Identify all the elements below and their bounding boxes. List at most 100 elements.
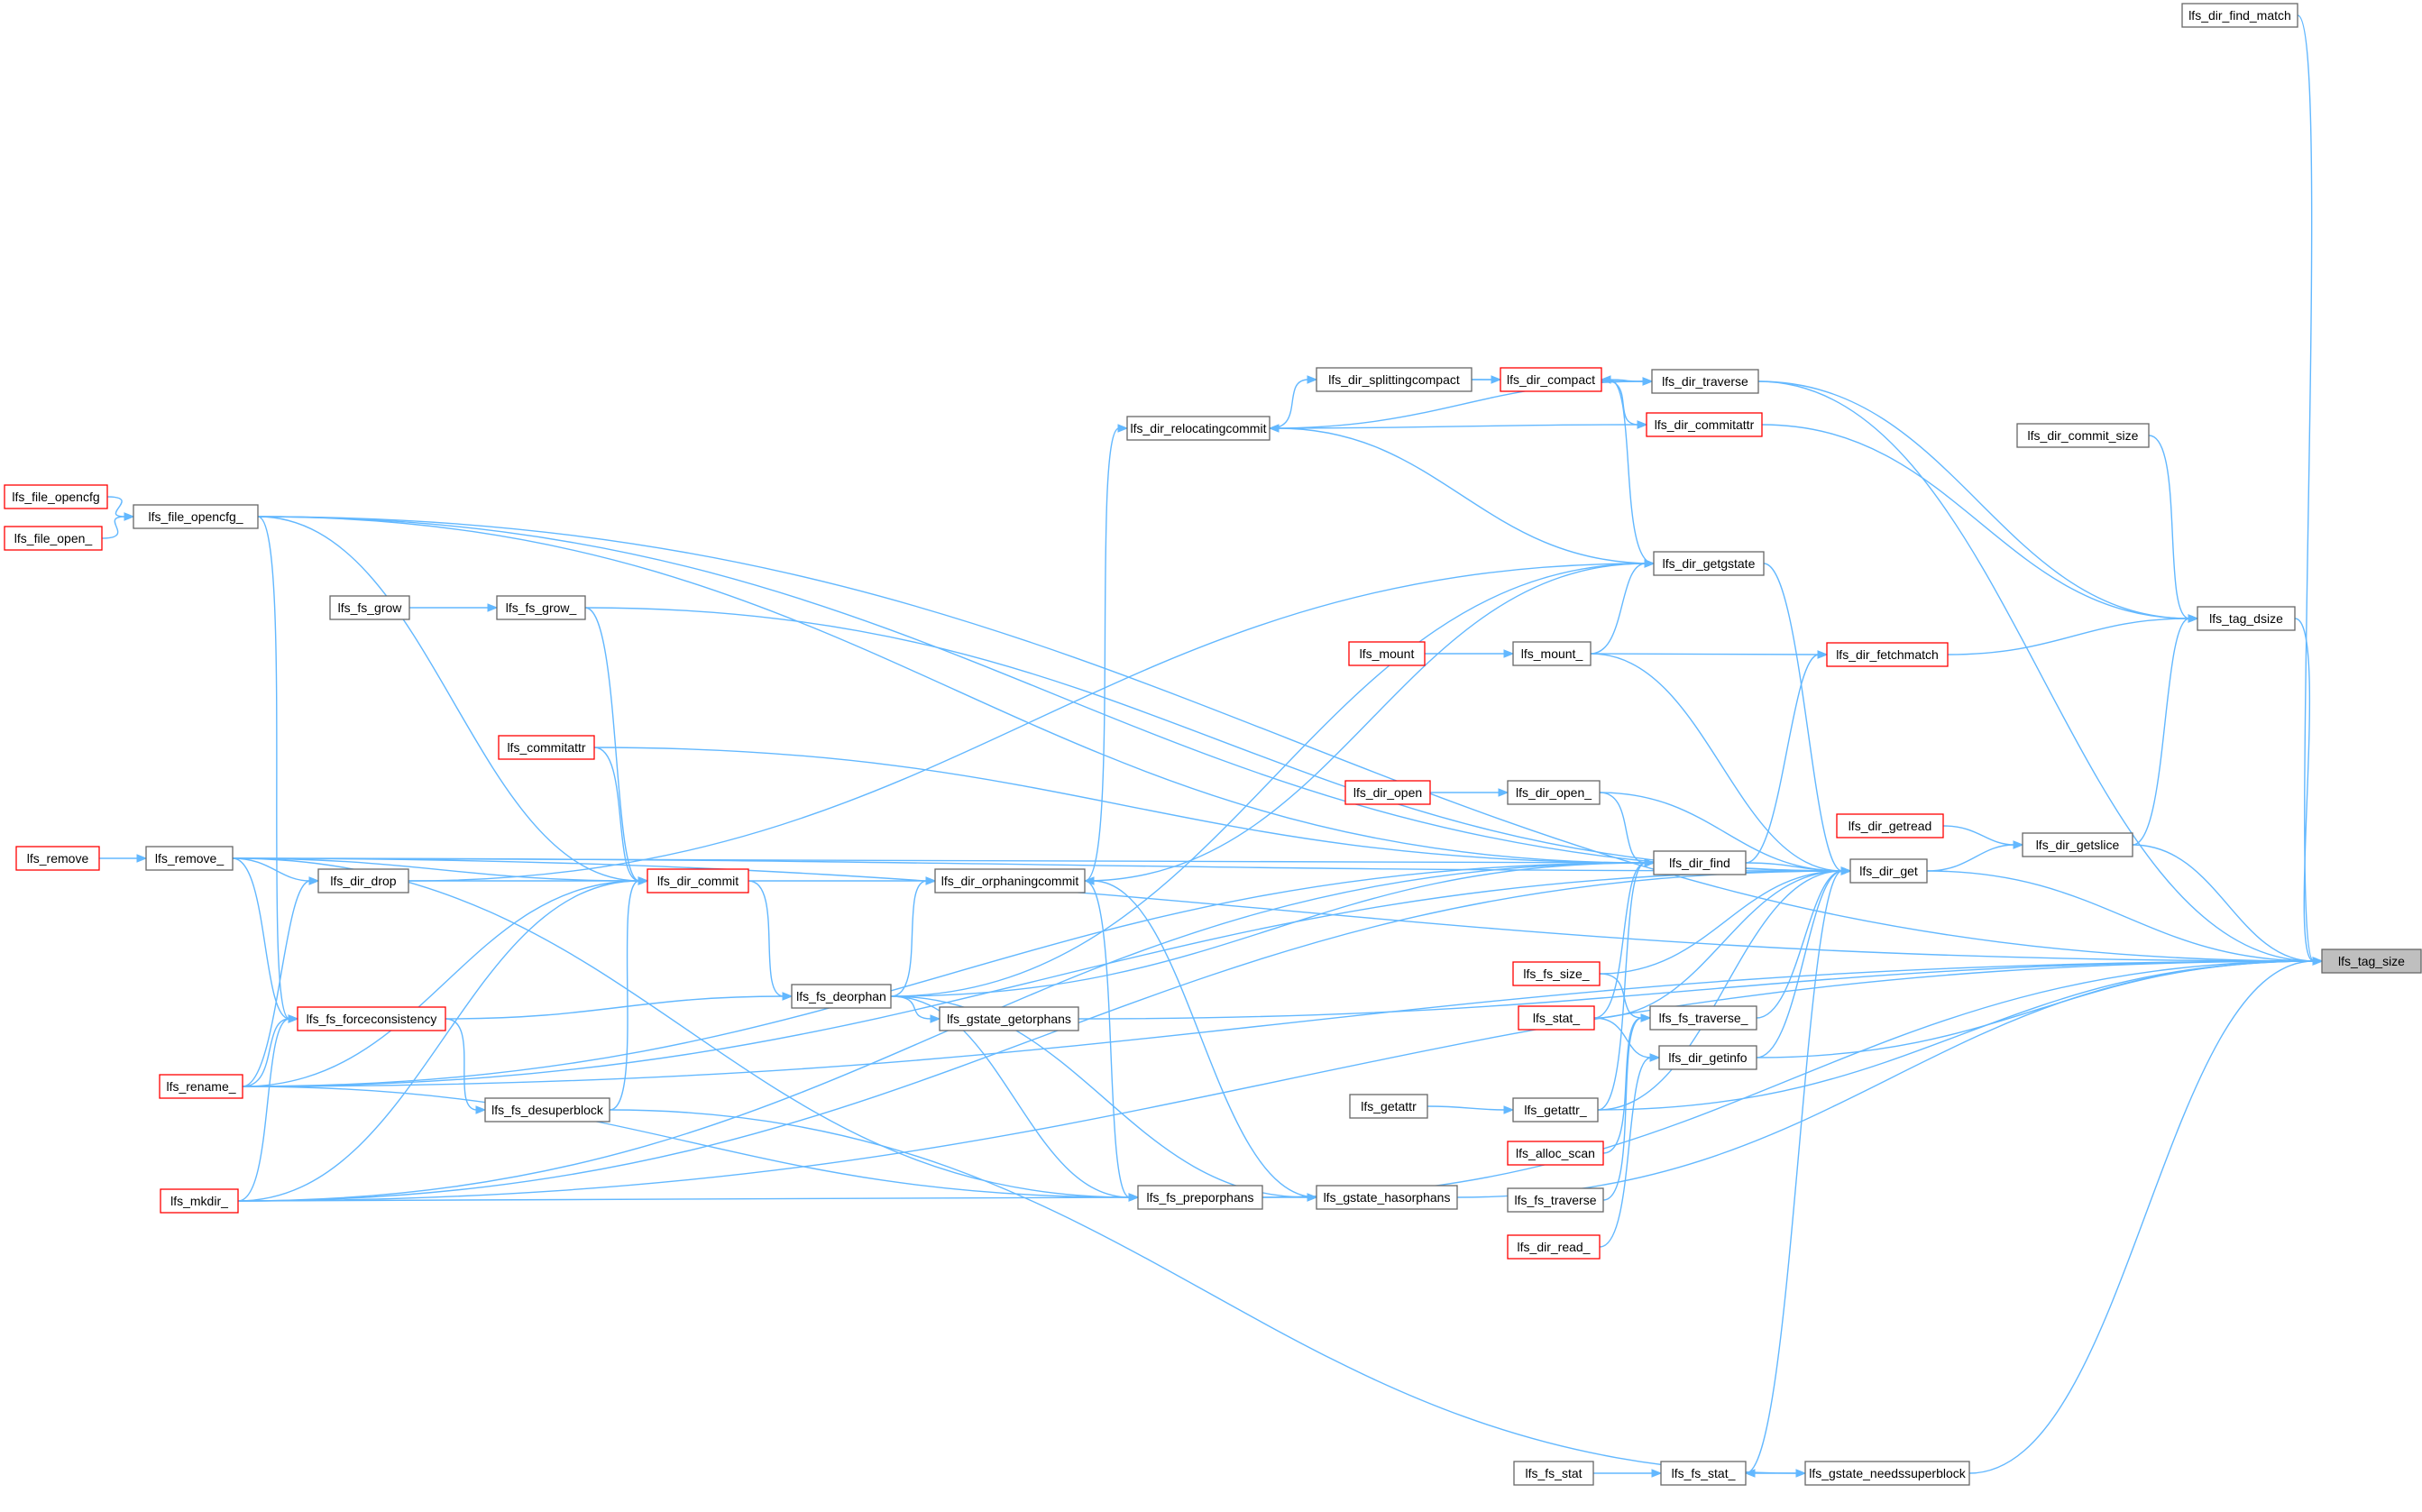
node-label: lfs_alloc_scan bbox=[1516, 1146, 1595, 1160]
call-edge-n_deorphan-to-n_orphancommit bbox=[890, 876, 937, 997]
graph-node-fs-grow[interactable]: lfs_fs_grow bbox=[329, 595, 410, 620]
graph-node-traverse[interactable]: lfs_dir_traverse bbox=[1651, 369, 1759, 394]
graph-node-fs-stat-[interactable]: lfs_fs_stat_ bbox=[1660, 1461, 1747, 1486]
call-edge-n_commit_size-to-n_tag_dsize bbox=[2148, 435, 2199, 623]
graph-node-fs-grow-[interactable]: lfs_fs_grow_ bbox=[496, 595, 586, 620]
graph-node-commit-size[interactable]: lfs_dir_commit_size bbox=[2016, 423, 2150, 448]
call-edge-n_deorphan-to-n_dir_find bbox=[890, 858, 1656, 997]
graph-node-alloc-scan[interactable]: lfs_alloc_scan bbox=[1507, 1141, 1604, 1166]
call-edge-n_getslice-to-n_root bbox=[2132, 844, 2324, 966]
node-label: lfs_getattr_ bbox=[1524, 1103, 1586, 1117]
call-edge-n_rename_-to-n_dir_drop bbox=[242, 876, 320, 1087]
graph-node-commitattr[interactable]: lfs_commitattr bbox=[498, 735, 595, 760]
node-label: lfs_dir_getgstate bbox=[1663, 556, 1756, 571]
graph-node-getorphans[interactable]: lfs_gstate_getorphans bbox=[939, 1006, 1079, 1031]
call-edge-n_traverse-to-n_tag_dsize bbox=[1757, 380, 2199, 623]
graph-node-dir-get[interactable]: lfs_dir_get bbox=[1849, 858, 1928, 884]
node-label: lfs_dir_get bbox=[1859, 864, 1918, 878]
graph-node-preorphans[interactable]: lfs_fs_preporphans bbox=[1137, 1185, 1263, 1210]
call-edge-n_rename_-to-n_dir_find bbox=[242, 858, 1656, 1087]
graph-node-fs-stat[interactable]: lfs_fs_stat bbox=[1513, 1461, 1594, 1486]
graph-node-getslice[interactable]: lfs_dir_getslice bbox=[2022, 832, 2133, 857]
node-label: lfs_dir_read_ bbox=[1518, 1240, 1591, 1254]
graph-node-hasorphans[interactable]: lfs_gstate_hasorphans bbox=[1316, 1185, 1458, 1210]
graph-node-mount[interactable]: lfs_mount bbox=[1348, 641, 1426, 666]
graph-node-getgstate[interactable]: lfs_dir_getgstate bbox=[1653, 551, 1765, 576]
graph-node-find-match[interactable]: lfs_dir_find_match bbox=[2181, 3, 2298, 28]
graph-node-remove[interactable]: lfs_remove bbox=[15, 846, 100, 871]
call-edge-n_dir_find-to-n_fetchmatch bbox=[1745, 650, 1829, 864]
graph-node-deorphan[interactable]: lfs_fs_deorphan bbox=[791, 984, 892, 1009]
graph-node-dir-commit[interactable]: lfs_dir_commit bbox=[647, 868, 749, 893]
graph-node-forcecons[interactable]: lfs_fs_forceconsistency bbox=[297, 1006, 446, 1031]
node-label: lfs_dir_commit_size bbox=[2028, 428, 2139, 443]
node-label: lfs_fs_traverse_ bbox=[1659, 1011, 1748, 1025]
call-edge-n_rename_-to-n_dir_get bbox=[242, 866, 1852, 1087]
call-edge-n_rename_-to-n_dir_commit bbox=[242, 876, 649, 1087]
graph-node-desuperblock[interactable]: lfs_fs_desuperblock bbox=[484, 1097, 610, 1123]
graph-node-stat-[interactable]: lfs_stat_ bbox=[1518, 1005, 1595, 1031]
graph-node-fs-traverse[interactable]: lfs_fs_traverse bbox=[1507, 1187, 1604, 1213]
node-label: lfs_remove bbox=[27, 851, 89, 866]
node-label: lfs_gstate_hasorphans bbox=[1324, 1190, 1451, 1205]
call-edge-n_remove-to-n_remove_ bbox=[98, 854, 148, 863]
graph-node-getinfo[interactable]: lfs_dir_getinfo bbox=[1658, 1045, 1757, 1070]
graph-node-dir-find[interactable]: lfs_dir_find bbox=[1653, 850, 1747, 875]
graph-node-reloc[interactable]: lfs_dir_relocatingcommit bbox=[1126, 416, 1271, 441]
graph-node-file-open-[interactable]: lfs_file_open_ bbox=[4, 526, 103, 551]
graph-node-needssb[interactable]: lfs_gstate_needssuperblock bbox=[1804, 1461, 1970, 1486]
call-edge-n_hasorphans-to-n_orphancommit bbox=[1083, 876, 1317, 1198]
call-edge-n_mkdir_-to-n_dir_commit bbox=[237, 876, 649, 1202]
graph-node-root[interactable]: lfs_tag_size bbox=[2321, 948, 2422, 974]
graph-node-splitting[interactable]: lfs_dir_splittingcompact bbox=[1316, 367, 1472, 392]
graph-node-fs-traverse-[interactable]: lfs_fs_traverse_ bbox=[1649, 1005, 1757, 1031]
graph-node-rename-[interactable]: lfs_rename_ bbox=[159, 1074, 243, 1099]
call-edge-n_file_opencfg_-to-n_dir_get bbox=[257, 516, 1852, 875]
graph-node-orphancommit[interactable]: lfs_dir_orphaningcommit bbox=[934, 868, 1086, 893]
graph-node-compact[interactable]: lfs_dir_compact bbox=[1500, 367, 1602, 392]
node-label: lfs_dir_drop bbox=[330, 874, 396, 888]
call-edge-n_forcecons-to-n_desuperblock bbox=[445, 1018, 487, 1114]
graph-node-getattr[interactable]: lfs_getattr bbox=[1349, 1094, 1428, 1119]
call-edge-n_deorphan-to-n_getgstate bbox=[890, 559, 1656, 997]
node-label: lfs_remove_ bbox=[155, 851, 224, 866]
graph-node-commitattr-dir[interactable]: lfs_dir_commitattr bbox=[1646, 412, 1763, 437]
call-edge-n_fetchmatch-to-n_tag_dsize bbox=[1947, 614, 2199, 655]
node-label: lfs_stat_ bbox=[1533, 1011, 1580, 1025]
call-edge-n_splitting-to-n_compact bbox=[1471, 375, 1502, 384]
call-edge-n_getgstate-to-n_reloc bbox=[1268, 424, 1655, 564]
node-label: lfs_file_opencfg_ bbox=[148, 509, 243, 524]
graph-node-dir-getread[interactable]: lfs_dir_getread bbox=[1836, 813, 1944, 838]
call-edge-n_stat_-to-n_getinfo bbox=[1593, 1017, 1661, 1062]
node-label: lfs_dir_fetchmatch bbox=[1836, 647, 1939, 662]
call-edge-n_reloc-to-n_commitattr_dir bbox=[1269, 420, 1648, 429]
graph-node-dir-drop[interactable]: lfs_dir_drop bbox=[317, 868, 409, 893]
edge-layer bbox=[98, 14, 2324, 1478]
graph-node-fetchmatch[interactable]: lfs_dir_fetchmatch bbox=[1826, 642, 1949, 667]
call-edge-n_preorphans-to-n_root bbox=[1261, 957, 2324, 1198]
graph-node-mkdir-[interactable]: lfs_mkdir_ bbox=[160, 1188, 239, 1214]
graph-node-fs-size-[interactable]: lfs_fs_size_ bbox=[1512, 961, 1601, 986]
graph-node-tag-dsize[interactable]: lfs_tag_dsize bbox=[2197, 606, 2296, 631]
call-edge-n_getattr_-to-n_root bbox=[1597, 957, 2324, 1111]
graph-node-remove-[interactable]: lfs_remove_ bbox=[145, 846, 234, 871]
graph-node-mount-[interactable]: lfs_mount_ bbox=[1512, 641, 1592, 666]
graph-node-file-opencfg-[interactable]: lfs_file_opencfg_ bbox=[133, 504, 259, 529]
graph-node-dir-open-[interactable]: lfs_dir_open_ bbox=[1507, 780, 1601, 805]
node-label: lfs_dir_splittingcompact bbox=[1328, 372, 1460, 387]
node-label: lfs_gstate_needssuperblock bbox=[1809, 1466, 1967, 1480]
call-edge-n_remove_-to-n_forcecons bbox=[232, 857, 299, 1023]
graph-node-dir-open[interactable]: lfs_dir_open bbox=[1344, 780, 1431, 805]
call-edge-n_desuperblock-to-n_dir_commit bbox=[609, 876, 649, 1111]
call-edge-n_mkdir_-to-n_root bbox=[237, 957, 2324, 1202]
graph-node-getattr-[interactable]: lfs_getattr_ bbox=[1512, 1097, 1599, 1123]
call-edge-n_desuperblock-to-n_needssb bbox=[609, 1109, 1807, 1478]
call-edge-n_fs_traverse-to-n_fs_traverse_ bbox=[1602, 1013, 1652, 1201]
call-edge-n_fs_grow-to-n_fs_grow_ bbox=[408, 603, 499, 612]
graph-node-dir-read-[interactable]: lfs_dir_read_ bbox=[1507, 1234, 1601, 1260]
node-label: lfs_fs_deorphan bbox=[796, 989, 886, 1003]
node-label: lfs_dir_compact bbox=[1507, 372, 1595, 387]
graph-node-file-opencfg[interactable]: lfs_file_opencfg bbox=[4, 484, 108, 509]
call-edge-n_file_opencfg_-to-n_dir_commit bbox=[257, 516, 649, 885]
